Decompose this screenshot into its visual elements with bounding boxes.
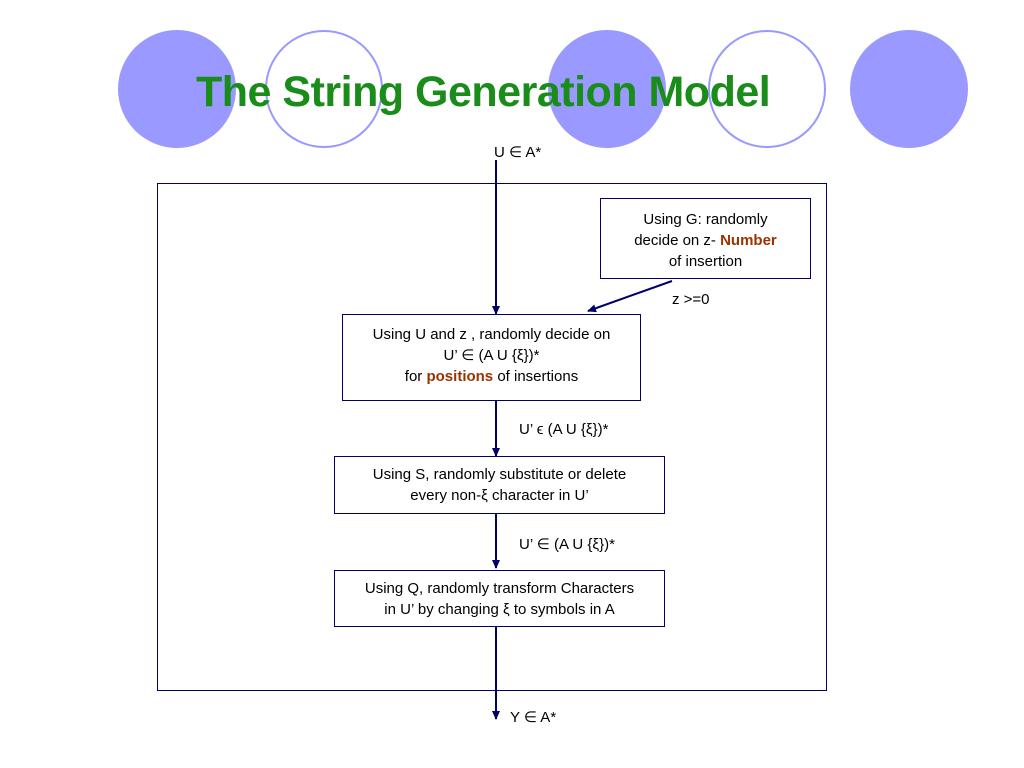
box-g-line-2-text: decide on z- [634, 232, 721, 249]
model-frame [157, 183, 827, 691]
box-u-line-1: Using U and z , randomly decide on [372, 326, 611, 343]
box-s-substitute: Using S, randomly substitute or delete e… [334, 456, 665, 514]
edge-u-to-s-label: U’ ϵ (A U {ξ})* [519, 421, 609, 438]
box-s-line-1: Using S, randomly substitute or delete [372, 466, 627, 483]
box-u-line-2: U’ ∈ (A U {ξ})* [443, 347, 540, 364]
box-g-line-1: Using G: randomly [643, 211, 768, 228]
input-label: U ∈ A* [494, 144, 542, 161]
decorative-circle-1 [118, 30, 236, 148]
box-s-line-2: every non-ξ character in U’ [410, 487, 589, 504]
box-q-line-1: Using Q, randomly transform Characters [364, 580, 635, 597]
decorative-circle-2 [265, 30, 383, 148]
box-g-number-of-insertion: Using G: randomly decide on z- Number of… [600, 198, 811, 279]
arrow-g-to-u [587, 280, 673, 313]
z-label: z >=0 [672, 291, 710, 308]
box-u-emphasis: positions [426, 368, 494, 385]
box-u-line-3: for positions of insertions [343, 366, 640, 387]
box-u-line-3-post: of insertions [493, 368, 579, 385]
box-u-positions: Using U and z , randomly decide on U’ ∈ … [342, 314, 641, 401]
box-q-transform: Using Q, randomly transform Characters i… [334, 570, 665, 627]
box-g-emphasis: Number [720, 232, 777, 249]
box-g-line-3: of insertion [668, 253, 743, 270]
box-u-line-3-pre: for [404, 368, 427, 385]
output-label: Y ∈ A* [510, 709, 557, 726]
box-g-line-2: decide on z- Number [601, 230, 810, 251]
edge-s-to-q-label: U’ ∈ (A U {ξ})* [519, 536, 615, 553]
box-q-line-2: in U’ by changing ξ to symbols in A [384, 601, 615, 618]
decorative-circle-3 [548, 30, 666, 148]
decorative-circle-5 [850, 30, 968, 148]
slide-title: The String Generation Model [196, 68, 771, 116]
decorative-circle-4 [708, 30, 826, 148]
